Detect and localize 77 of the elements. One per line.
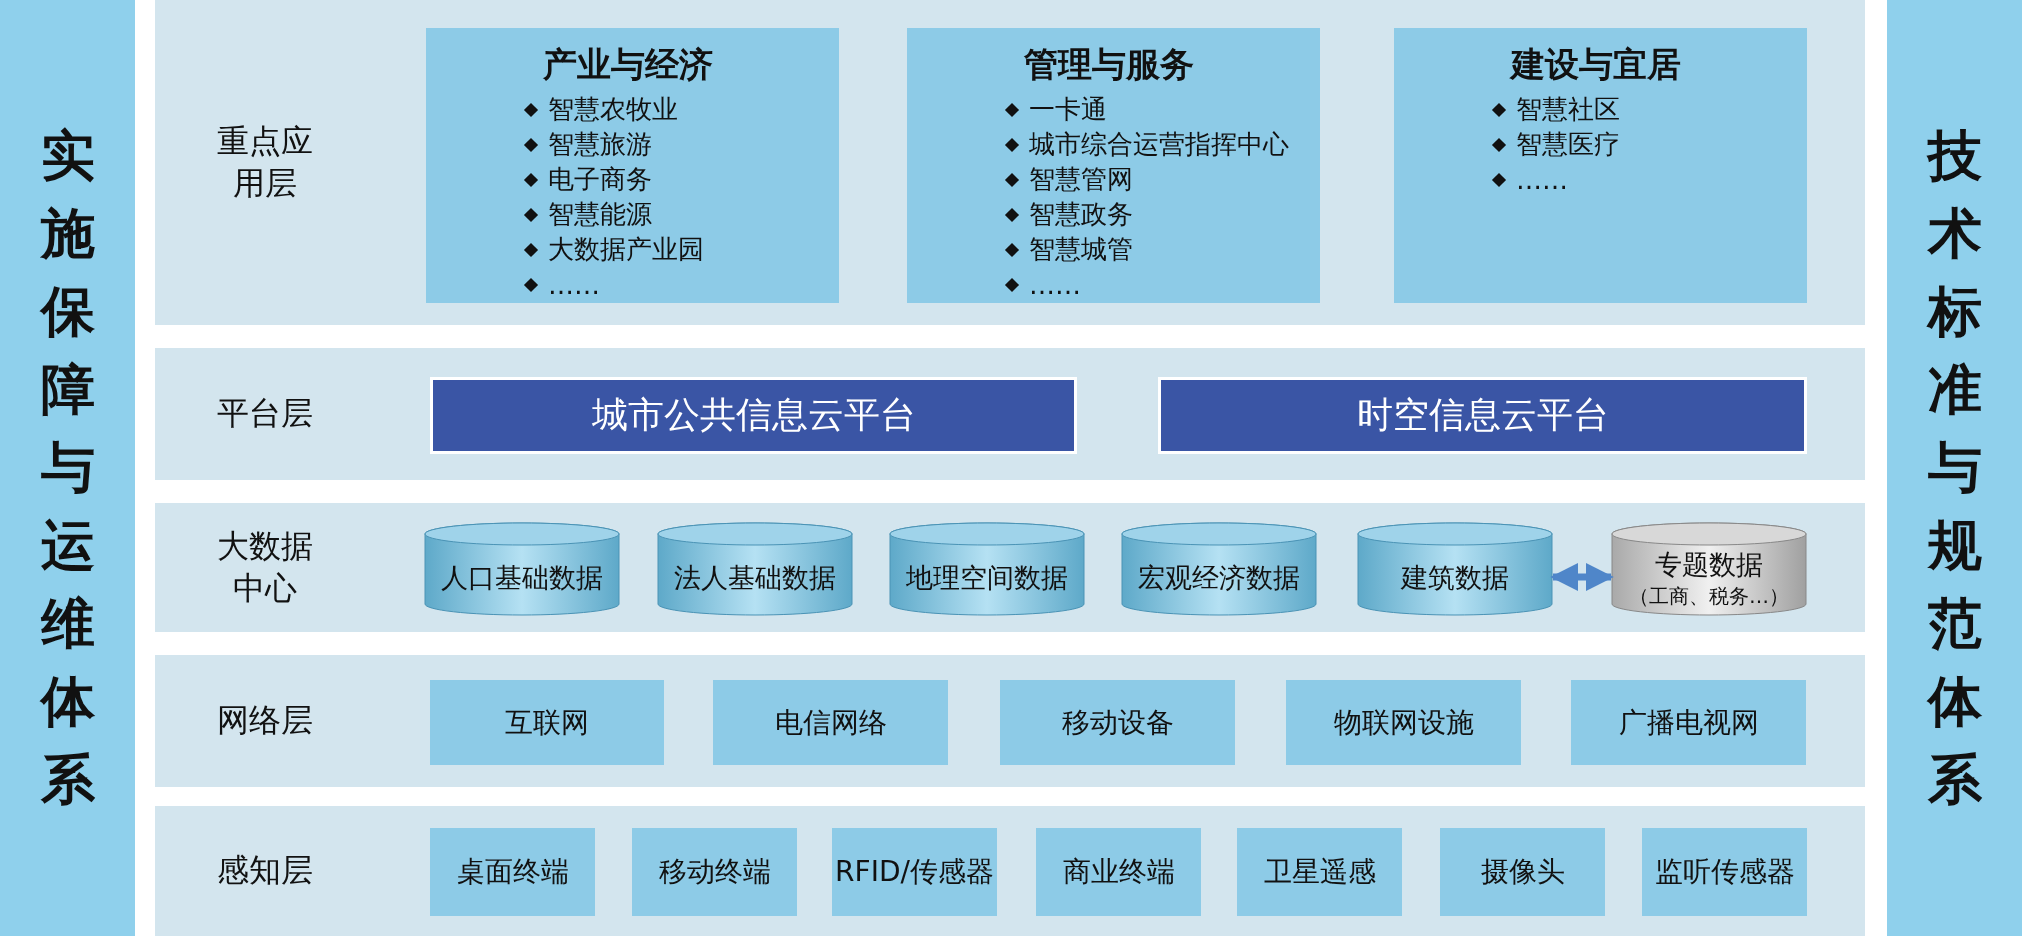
component-box [1440, 828, 1605, 916]
cylinder-label: 人口基础数据 [441, 561, 603, 595]
component-label: 电信网络 [774, 704, 887, 741]
list-item: 城市综合运营指挥中心 [1029, 128, 1289, 161]
database-cylinder [657, 522, 853, 616]
list-item: 智慧政务 [1029, 198, 1133, 231]
module-card [426, 28, 839, 303]
list-item: 智慧医疗 [1516, 128, 1620, 161]
database-cylinder [1357, 522, 1553, 616]
component-box [1000, 680, 1235, 765]
layer-band [155, 0, 1865, 325]
side-title: 实施保障与运维体系 [38, 123, 96, 813]
cylinder-label: （工商、税务…） [1629, 582, 1789, 610]
component-label: 广播电视网 [1618, 704, 1759, 741]
list-item: …… [1516, 164, 1568, 195]
component-box [1642, 828, 1807, 916]
component-label: 卫星遥感 [1263, 854, 1376, 890]
layer-title: 大数据中心 [216, 525, 314, 609]
list-item: …… [1029, 269, 1081, 300]
component-label: RFID/传感器 [835, 854, 994, 890]
layer-title: 重点应用层 [216, 120, 314, 204]
cylinder-label: 地理空间数据 [906, 561, 1068, 595]
card-heading: 管理与服务 [1022, 43, 1195, 86]
component-box [1571, 680, 1806, 765]
component-box [430, 680, 664, 765]
component-box [832, 828, 997, 916]
component-box [1036, 828, 1201, 916]
component-label: 互联网 [505, 704, 589, 741]
list-item: 智慧能源 [548, 198, 652, 231]
layer-band [155, 806, 1865, 936]
list-item: 一卡通 [1029, 93, 1107, 126]
card-heading: 产业与经济 [541, 43, 714, 86]
list-item: 智慧农牧业 [548, 93, 678, 126]
layer-band [155, 503, 1865, 632]
database-cylinder [1611, 522, 1807, 616]
component-box [1237, 828, 1402, 916]
list-item: 电子商务 [548, 163, 652, 196]
database-cylinder [1121, 522, 1317, 616]
side-title: 技术标准与规范体系 [1925, 123, 1983, 813]
list-item: …… [548, 269, 600, 300]
database-cylinder [424, 522, 620, 616]
component-box [430, 828, 595, 916]
component-label: 摄像头 [1480, 854, 1565, 890]
component-label: 移动终端 [658, 854, 771, 890]
layer-title: 网络层 [216, 700, 314, 742]
card-heading: 建设与宜居 [1508, 43, 1682, 86]
component-label: 桌面终端 [456, 854, 569, 890]
component-label: 物联网设施 [1333, 704, 1474, 741]
module-card [1394, 28, 1807, 303]
list-item: 智慧旅游 [548, 128, 652, 161]
component-label: 商业终端 [1062, 854, 1175, 890]
component-box [713, 680, 948, 765]
platform-bar [430, 377, 1077, 454]
cylinder-label: 专题数据 [1655, 547, 1763, 582]
list-item: 智慧城管 [1029, 233, 1133, 266]
platform-label: 时空信息云平台 [1356, 393, 1609, 437]
database-cylinder [889, 522, 1085, 616]
list-item: 智慧管网 [1029, 163, 1133, 196]
component-label: 监听传感器 [1654, 854, 1795, 890]
layer-title: 平台层 [216, 393, 314, 435]
layer-band [155, 655, 1865, 787]
cylinder-label: 法人基础数据 [674, 561, 836, 595]
list-item: 智慧社区 [1516, 93, 1620, 126]
layer-title: 感知层 [216, 850, 314, 892]
platform-label: 城市公共信息云平台 [591, 393, 916, 437]
module-card [907, 28, 1320, 303]
component-box [632, 828, 797, 916]
component-box [1286, 680, 1521, 765]
component-label: 移动设备 [1061, 704, 1174, 741]
platform-bar [1158, 377, 1807, 454]
list-item: 大数据产业园 [548, 233, 704, 266]
side-panel [1887, 0, 2022, 936]
layer-band [155, 348, 1865, 480]
double-arrow [1550, 563, 1614, 591]
cylinder-label: 建筑数据 [1401, 561, 1509, 595]
cylinder-label: 宏观经济数据 [1138, 561, 1300, 595]
side-panel [0, 0, 135, 936]
